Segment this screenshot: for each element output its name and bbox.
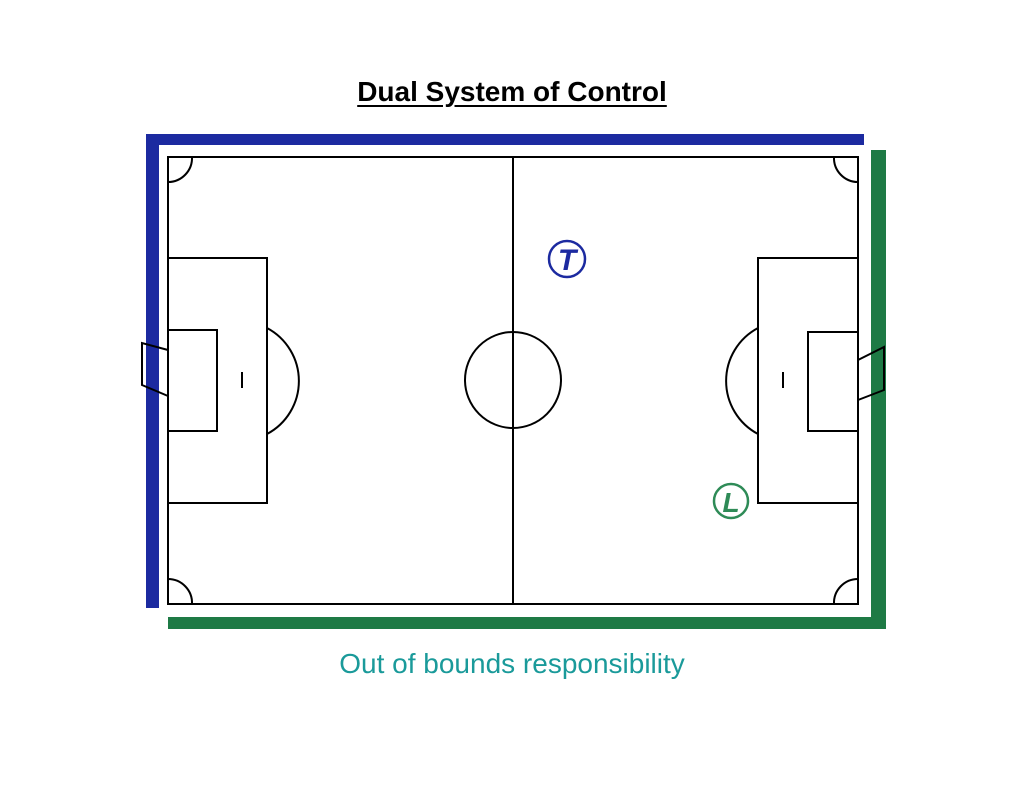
left-penalty-arc [266, 327, 300, 435]
right-goal [857, 345, 885, 401]
corner-arc-top-left [167, 156, 194, 184]
field-markings [141, 156, 885, 605]
trail-boundary-top [146, 134, 864, 145]
trail-referee-circle [547, 239, 587, 279]
lead-referee-marker: L [712, 482, 750, 520]
lead-boundary-bottom [168, 617, 886, 629]
lead-boundary [168, 150, 886, 629]
right-penalty-arc [725, 327, 759, 435]
left-goal-area [167, 329, 218, 432]
trail-boundary-left [146, 134, 159, 608]
right-goal-area [807, 331, 859, 432]
lead-referee-letter: L [722, 487, 739, 518]
diagram-caption: Out of bounds responsibility [339, 648, 685, 679]
trail-boundary [146, 134, 864, 608]
lead-referee-circle [712, 482, 750, 520]
trail-referee-letter: T [558, 244, 579, 277]
corner-arc-bottom-left [167, 577, 194, 605]
corner-arc-top-right [832, 156, 859, 184]
center-circle [464, 331, 562, 429]
trail-referee-marker: T [547, 239, 587, 279]
corner-arc-bottom-right [832, 577, 859, 605]
left-goal [141, 341, 169, 397]
lead-boundary-right [871, 150, 886, 628]
diagram-title: Dual System of Control [357, 76, 667, 107]
